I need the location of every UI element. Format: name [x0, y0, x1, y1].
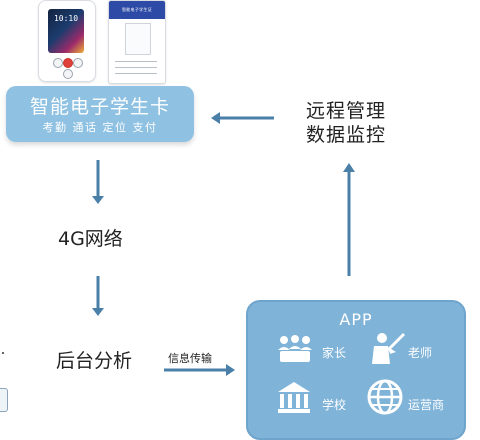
student-id-card: 智能电子学生证: [108, 0, 166, 84]
student-card-features: 考勤 通话 定位 支付: [42, 121, 158, 134]
info-transfer-label: 信息传输: [168, 352, 212, 365]
app-item-teacher: 老师: [408, 346, 433, 360]
backend-analysis-label: 后台分析: [56, 350, 133, 372]
app-item-school: 学校: [322, 398, 347, 412]
key-sos: [63, 58, 73, 68]
id-card-line: [115, 73, 157, 74]
data-monitoring-label: 数据监控: [305, 124, 386, 146]
parents-group-icon: [278, 335, 312, 362]
smart-student-card-box: 智能电子学生卡 考勤 通话 定位 支付: [6, 86, 194, 142]
app-item-parents: 家长: [322, 346, 347, 360]
id-card-title: 智能电子学生证: [121, 7, 153, 12]
id-card-header: 智能电子学生证: [109, 1, 165, 19]
id-card-line: [115, 67, 157, 68]
arrow-card-to-network: [92, 160, 104, 204]
student-phone-device: 10:10: [38, 0, 96, 82]
arrow-backend-to-app: [164, 364, 235, 376]
arrow-app-to-remote: [343, 163, 355, 276]
student-card-title: 智能电子学生卡: [29, 96, 170, 118]
arrow-remote-to-card: [211, 112, 274, 124]
flow-arrows: [92, 112, 355, 376]
remote-management-label: 远程管理: [305, 100, 386, 122]
app-title: APP: [339, 310, 373, 329]
app-panel: APP 家长 老师 学校 运营商: [246, 300, 466, 440]
phone-keypad: [53, 58, 83, 80]
arrow-network-to-backend: [92, 276, 104, 316]
school-building-icon: [278, 382, 310, 413]
key-2: [63, 69, 73, 79]
left-edge-widget: [0, 388, 8, 412]
edge-dot: [2, 352, 4, 354]
app-item-operator: 运营商: [408, 398, 445, 412]
globe-operator-icon: [367, 379, 403, 415]
network-label: 4G网络: [58, 228, 123, 250]
id-card-photo: [125, 23, 151, 55]
phone-time: 10:10: [53, 14, 79, 23]
key-1: [53, 58, 63, 68]
id-card-line: [115, 61, 157, 62]
teacher-icon: [372, 332, 406, 364]
phone-screen: 10:10: [48, 9, 84, 53]
key-3: [73, 58, 83, 68]
